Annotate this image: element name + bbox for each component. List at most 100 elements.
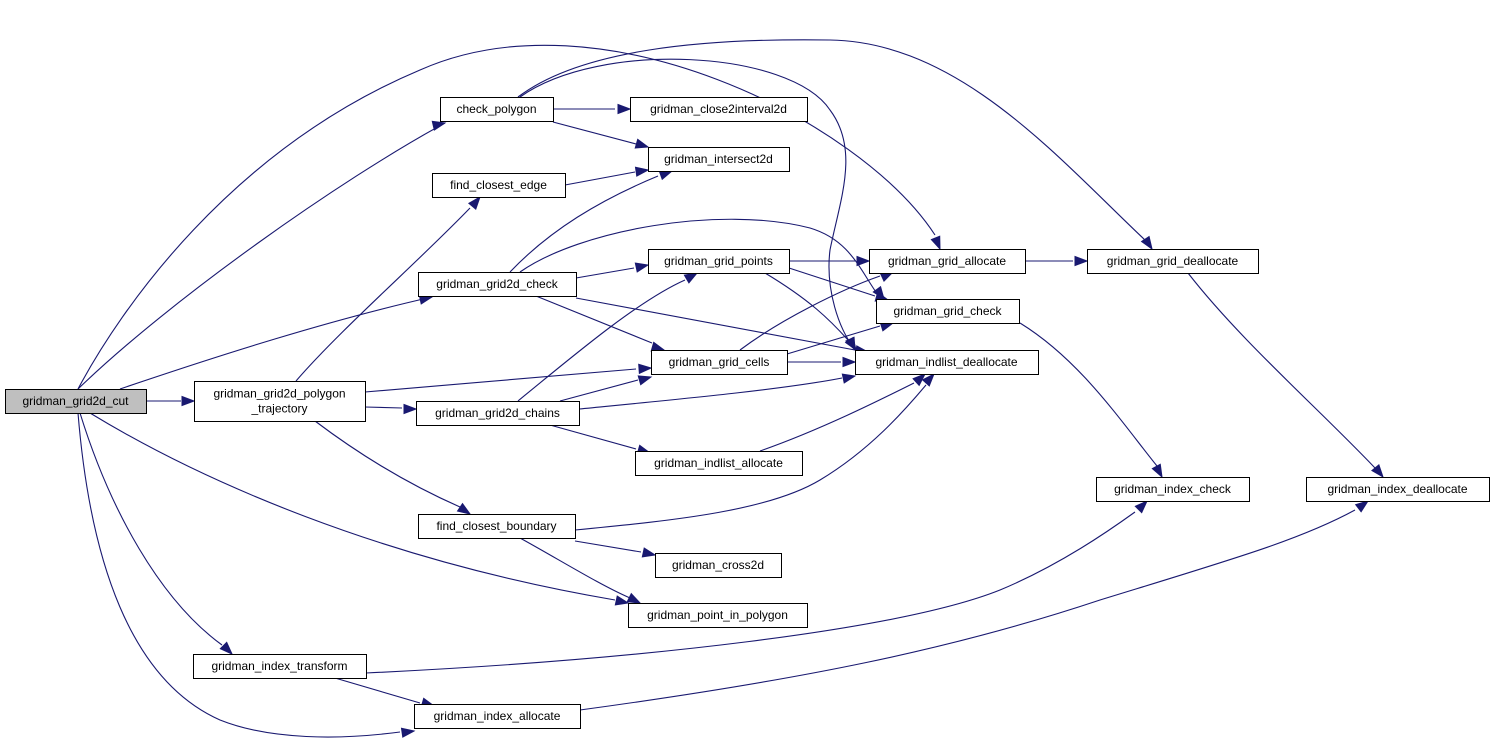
edge-line <box>77 44 936 390</box>
edge-idxalloc-to-idxdealloc <box>579 500 1370 711</box>
edge-line <box>517 39 1146 241</box>
edge-chains-to-indealloc <box>578 373 857 410</box>
edge-chains-to-gcells <box>559 375 653 402</box>
edge-line <box>788 267 876 297</box>
node-box <box>418 514 576 539</box>
node-close2[interactable]: gridman_close2interval2d <box>630 97 808 122</box>
node-cut[interactable]: gridman_grid2d_cut <box>5 389 147 414</box>
node-label: gridman_grid_cells <box>669 355 770 369</box>
node-indealloc[interactable]: gridman_indlist_deallocate <box>855 350 1039 375</box>
arrowhead <box>856 255 871 267</box>
edge-line <box>77 412 401 738</box>
arrowhead <box>1140 235 1153 251</box>
arrowhead <box>842 356 857 368</box>
arrowhead <box>637 375 653 386</box>
node-box <box>1087 249 1259 274</box>
node-box <box>1096 477 1250 502</box>
node-idxtrans[interactable]: gridman_index_transform <box>193 654 367 679</box>
edge-idxtrans-to-idxalloc <box>334 677 436 708</box>
node-g2check[interactable]: gridman_grid2d_check <box>418 272 577 297</box>
edge-line <box>552 121 637 145</box>
edges-layer <box>77 39 1384 738</box>
edge-line <box>549 424 637 450</box>
arrowhead <box>219 641 234 656</box>
edge-fcb-to-cross <box>574 540 657 558</box>
edge-line <box>77 122 446 390</box>
node-gcells[interactable]: gridman_grid_cells <box>651 350 788 375</box>
arrowhead <box>634 166 650 177</box>
node-cross[interactable]: gridman_cross2d <box>655 553 782 578</box>
arrowhead <box>1134 499 1149 514</box>
node-label: find_closest_edge <box>450 178 547 192</box>
node-label: _trajectory <box>250 402 307 416</box>
node-idxdealloc[interactable]: gridman_index_deallocate <box>1306 477 1490 502</box>
node-box <box>414 704 581 729</box>
arrowhead <box>638 363 653 375</box>
edge-cut-to-idxalloc <box>77 412 416 738</box>
edge-line <box>535 295 653 344</box>
node-chains[interactable]: gridman_grid2d_chains <box>416 401 580 426</box>
edge-cut-to-polytraj <box>146 395 196 407</box>
edge-cut-to-galloc <box>77 44 941 390</box>
node-gcheck[interactable]: gridman_grid_check <box>876 299 1020 324</box>
node-box <box>440 97 554 122</box>
edge-polytraj-to-chains <box>364 403 418 415</box>
edge-line <box>119 296 433 390</box>
node-label: find_closest_boundary <box>436 519 556 533</box>
node-galloc[interactable]: gridman_grid_allocate <box>869 249 1026 274</box>
edge-g2check-to-intersect <box>509 170 674 273</box>
edge-cut-to-check_polygon <box>77 120 447 390</box>
node-box <box>630 97 808 122</box>
node-label: gridman_indlist_allocate <box>654 456 783 470</box>
edge-line <box>574 540 642 553</box>
edge-line <box>1019 322 1158 467</box>
edge-polytraj-to-fcb <box>314 420 472 515</box>
node-label: gridman_cross2d <box>672 558 764 572</box>
node-box <box>5 389 147 414</box>
node-intersect[interactable]: gridman_intersect2d <box>648 147 790 172</box>
arrowhead <box>1354 500 1370 513</box>
node-label: gridman_indlist_deallocate <box>875 355 1017 369</box>
node-box <box>432 173 566 198</box>
node-box <box>655 553 782 578</box>
arrowhead <box>1371 464 1384 479</box>
edge-line <box>509 175 659 273</box>
edge-g2check-to-gpoints <box>575 262 650 279</box>
node-idxcheck[interactable]: gridman_index_check <box>1096 477 1250 502</box>
edge-gdealloc-to-idxdealloc <box>1187 272 1384 479</box>
node-pip[interactable]: gridman_point_in_polygon <box>628 603 808 628</box>
edge-line <box>574 384 927 531</box>
node-gdealloc[interactable]: gridman_grid_deallocate <box>1087 249 1259 274</box>
node-inalloc[interactable]: gridman_indlist_allocate <box>635 451 803 476</box>
node-box <box>648 147 790 172</box>
node-fcb[interactable]: find_closest_boundary <box>418 514 576 539</box>
edge-chains-to-inalloc <box>549 424 652 455</box>
node-fce[interactable]: find_closest_edge <box>432 173 566 198</box>
edge-cut-to-idxtrans <box>79 412 234 656</box>
node-box <box>1306 477 1490 502</box>
node-check_polygon[interactable]: check_polygon <box>440 97 554 122</box>
node-label: gridman_grid2d_polygon <box>213 387 345 401</box>
node-idxalloc[interactable]: gridman_index_allocate <box>414 704 581 729</box>
node-gpoints[interactable]: gridman_grid_points <box>648 249 790 274</box>
node-box <box>651 350 788 375</box>
edge-g2check-to-gcells <box>535 295 666 352</box>
edge-line <box>764 272 849 341</box>
node-box <box>855 350 1039 375</box>
edge-gcells-to-indealloc <box>787 356 857 368</box>
node-box <box>194 381 366 422</box>
arrowhead <box>930 235 941 251</box>
edge-line <box>365 511 1136 674</box>
node-label: gridman_grid_points <box>664 254 773 268</box>
edge-line <box>578 377 843 410</box>
node-box <box>869 249 1026 274</box>
arrowhead <box>181 395 196 407</box>
arrowhead <box>921 372 935 387</box>
edge-gpoints-to-indealloc <box>764 272 857 352</box>
edge-line <box>364 406 403 409</box>
node-polytraj[interactable]: gridman_grid2d_polygon_trajectory <box>194 381 366 422</box>
node-label: gridman_close2interval2d <box>650 102 787 116</box>
arrowhead <box>403 403 418 415</box>
arrowhead <box>841 373 857 384</box>
